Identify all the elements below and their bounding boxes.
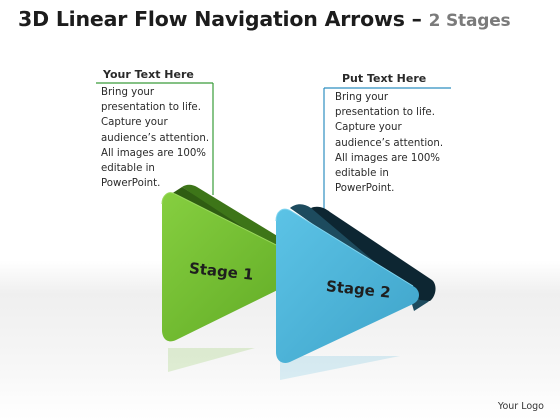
callout-2-heading: Put Text Here — [342, 72, 427, 85]
stage-2-reflection — [280, 356, 400, 380]
callout-2-body: Bring your presentation to life. Capture… — [335, 92, 444, 195]
callout-connector-1 — [96, 82, 214, 195]
slide-title: 3D Linear Flow Navigation Arrows – 2 Sta… — [18, 4, 548, 36]
callout-1-heading: Your Text Here — [103, 68, 194, 81]
callout-connector-2 — [323, 87, 451, 210]
callout-1-body: Bring your presentation to life. Capture… — [101, 87, 210, 190]
callout-2: Put Text Here Bring your presentation to… — [335, 72, 460, 196]
stage-2-arrow[interactable] — [275, 204, 436, 363]
footer-logo: Your Logo — [497, 401, 544, 412]
callout-1: Your Text Here Bring your presentation t… — [101, 68, 216, 191]
title-main: 3D Linear Flow Navigation Arrows — [18, 7, 405, 31]
title-dash: – — [411, 7, 422, 31]
title-stages: 2 Stages — [428, 11, 511, 31]
stage-1-reflection — [168, 348, 255, 372]
